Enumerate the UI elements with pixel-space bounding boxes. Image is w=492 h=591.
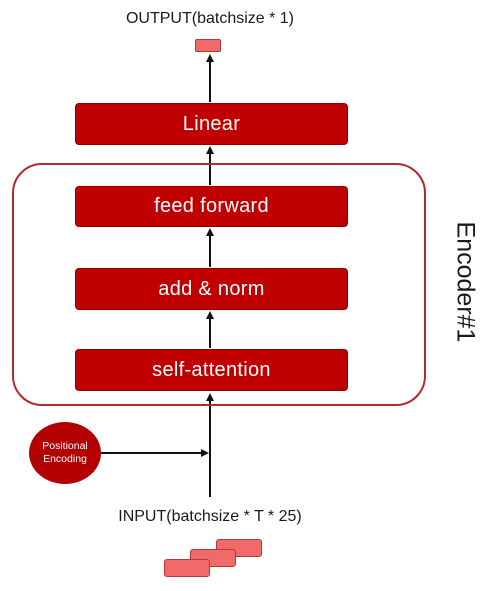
encoder-label: Encoder#1 (451, 221, 480, 343)
positional-encoding-line2: Encoding (43, 453, 87, 465)
output-token (195, 39, 221, 52)
positional-encoding-node: Positional Encoding (29, 422, 101, 484)
positional-encoding-line1: Positional (42, 440, 88, 452)
feed-forward-block: feed forward (75, 186, 348, 227)
add-norm-block: add & norm (75, 268, 348, 310)
output-label: OUTPUT(batchsize * 1) (125, 10, 295, 27)
input-token-front (164, 559, 210, 577)
input-label: INPUT(batchsize * T * 25) (118, 508, 302, 525)
self-attention-block: self-attention (75, 349, 348, 391)
linear-block: Linear (75, 103, 348, 145)
encoder-group-box (12, 163, 426, 406)
